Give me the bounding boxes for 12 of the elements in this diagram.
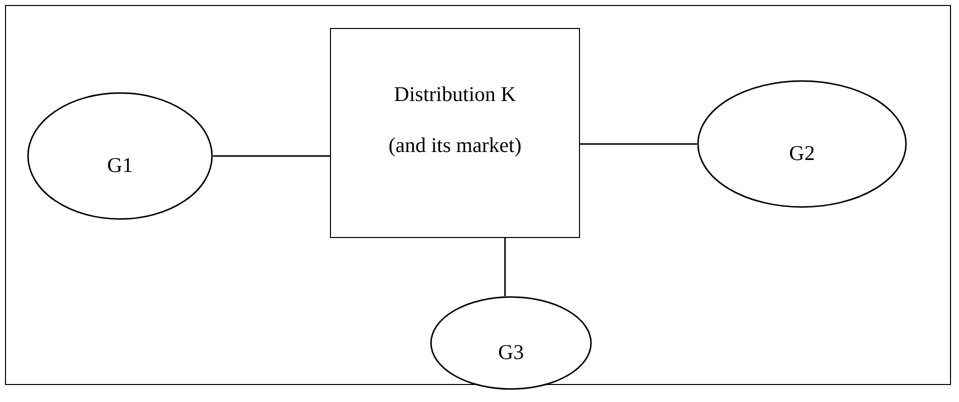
node-label: Distribution K (394, 82, 516, 107)
connector-line (213, 155, 330, 157)
node-label: G3 (498, 340, 524, 364)
node-label: (and its market) (388, 133, 522, 158)
process-box (330, 28, 580, 238)
ellipse-node (430, 296, 592, 390)
connector-line (504, 238, 506, 296)
connector-line (580, 143, 697, 145)
ellipse-node (697, 80, 907, 208)
node-label: G1 (107, 152, 133, 178)
node-label: G2 (789, 140, 815, 166)
ellipse-node (27, 92, 213, 220)
